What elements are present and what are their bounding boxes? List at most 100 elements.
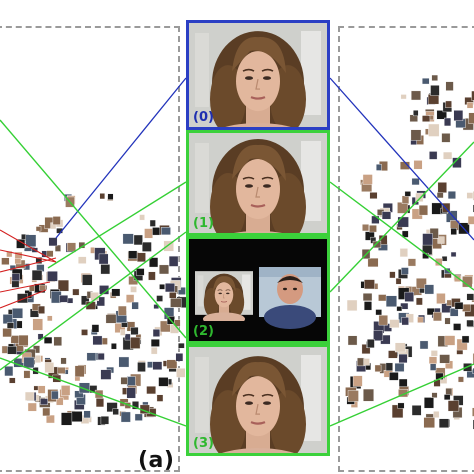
scatter-thumbnail [35, 226, 42, 232]
scatter-thumbnail [72, 288, 80, 296]
scatter-thumbnail [378, 235, 388, 245]
scatter-thumbnail [126, 376, 136, 387]
scatter-thumbnail [422, 115, 431, 122]
scatter-thumbnail [156, 295, 163, 302]
scatter-thumbnail [7, 346, 17, 355]
scatter-thumbnail [66, 242, 77, 252]
scatter-thumbnail [366, 339, 375, 349]
left-thumbnail-cluster [1, 193, 187, 426]
scatter-thumbnail [445, 81, 454, 91]
scatter-thumbnail [450, 228, 457, 235]
scatter-thumbnail [60, 357, 67, 365]
scatter-thumbnail [352, 375, 363, 387]
scatter-thumbnail [441, 133, 451, 143]
scatter-thumbnail [394, 342, 406, 353]
scatter-thumbnail [394, 362, 405, 372]
connector-blue [329, 77, 474, 241]
scatter-thumbnail [100, 416, 110, 425]
scatter-thumbnail [48, 237, 58, 247]
scatter-thumbnail [400, 302, 409, 310]
scatter-thumbnail [421, 77, 430, 85]
scatter-thumbnail [466, 192, 474, 199]
scatter-thumbnail [96, 296, 105, 307]
scatter-thumbnail [435, 258, 443, 266]
scatter-thumbnail [47, 271, 58, 282]
face-image-1 [189, 133, 327, 233]
scatter-thumbnail [152, 329, 161, 337]
scatter-thumbnail [362, 293, 373, 302]
scatter-thumbnail [83, 410, 91, 419]
scatter-thumbnail [161, 227, 171, 236]
scatter-thumbnail [156, 394, 164, 402]
scatter-thumbnail [433, 311, 442, 322]
connector-red [0, 229, 57, 263]
scatter-thumbnail [363, 301, 372, 311]
scatter-thumbnail [388, 350, 398, 359]
scatter-thumbnail [418, 204, 428, 216]
scatter-thumbnail [150, 338, 160, 347]
scatter-thumbnail [120, 377, 128, 385]
scatter-thumbnail [369, 224, 377, 233]
scatter-thumbnail [411, 405, 422, 416]
scatter-thumbnail [130, 337, 141, 349]
scatter-thumbnail [99, 193, 106, 200]
scatter-thumbnail [137, 362, 146, 372]
scatter-thumbnail [152, 361, 163, 370]
scatter-thumbnail [174, 319, 181, 327]
scatter-thumbnail [346, 299, 358, 312]
thumbnail-number-2: (2) [193, 324, 214, 339]
scatter-thumbnail [468, 112, 474, 124]
scatter-thumbnail [52, 216, 61, 225]
scatter-thumbnail [441, 256, 448, 262]
scatter-thumbnail [92, 335, 103, 346]
scatter-thumbnail [371, 215, 380, 224]
scatter-thumbnail [77, 256, 87, 264]
scatter-thumbnail [125, 294, 135, 303]
scatter-thumbnail [169, 292, 177, 299]
scatter-thumbnail [426, 307, 435, 316]
scatter-thumbnail [444, 117, 452, 127]
scatter-thumbnail [413, 110, 419, 117]
scatter-thumbnail [385, 362, 393, 371]
scatter-thumbnail [385, 295, 397, 307]
scatter-thumbnail [57, 367, 66, 374]
scatter-thumbnail [11, 273, 20, 282]
scatter-thumbnail [471, 90, 474, 101]
scatter-thumbnail [444, 317, 451, 325]
scatter-thumbnail [11, 280, 20, 288]
scatter-thumbnail [452, 157, 462, 168]
scatter-thumbnail [165, 283, 175, 293]
scatter-thumbnail [401, 267, 409, 275]
scatter-thumbnail [2, 314, 14, 325]
thumbnail-number-1: (1) [193, 216, 214, 231]
panel-label: (a) [138, 448, 175, 473]
scatter-thumbnail [443, 394, 451, 401]
scatter-thumbnail [146, 386, 156, 395]
scatter-thumbnail [362, 224, 370, 232]
scatter-thumbnail [457, 376, 464, 383]
scatter-thumbnail [372, 240, 382, 249]
scatter-thumbnail [401, 317, 409, 326]
scatter-thumbnail [31, 269, 43, 281]
scatter-thumbnail [362, 174, 373, 185]
scatter-thumbnail [398, 378, 408, 387]
scatter-thumbnail [430, 85, 440, 96]
scatter-thumbnail [454, 275, 461, 282]
scatter-thumbnail [170, 298, 182, 308]
scatter-thumbnail [130, 286, 137, 293]
scatter-thumbnail [398, 353, 408, 364]
scatter-thumbnail [399, 248, 408, 258]
scatter-thumbnail [389, 319, 400, 328]
scatter-thumbnail [18, 334, 29, 346]
scatter-thumbnail [71, 411, 83, 422]
scatter-thumbnail [419, 340, 429, 350]
scatter-thumbnail [407, 258, 416, 267]
scatter-thumbnail [364, 279, 375, 290]
scatter-thumbnail [429, 363, 437, 371]
scatter-thumbnail [74, 365, 85, 378]
scatter-thumbnail [61, 385, 71, 396]
scatter-thumbnail [422, 233, 433, 246]
scatter-thumbnail [363, 388, 374, 402]
scatter-thumbnail [444, 335, 456, 346]
scatter-thumbnail [404, 291, 414, 302]
